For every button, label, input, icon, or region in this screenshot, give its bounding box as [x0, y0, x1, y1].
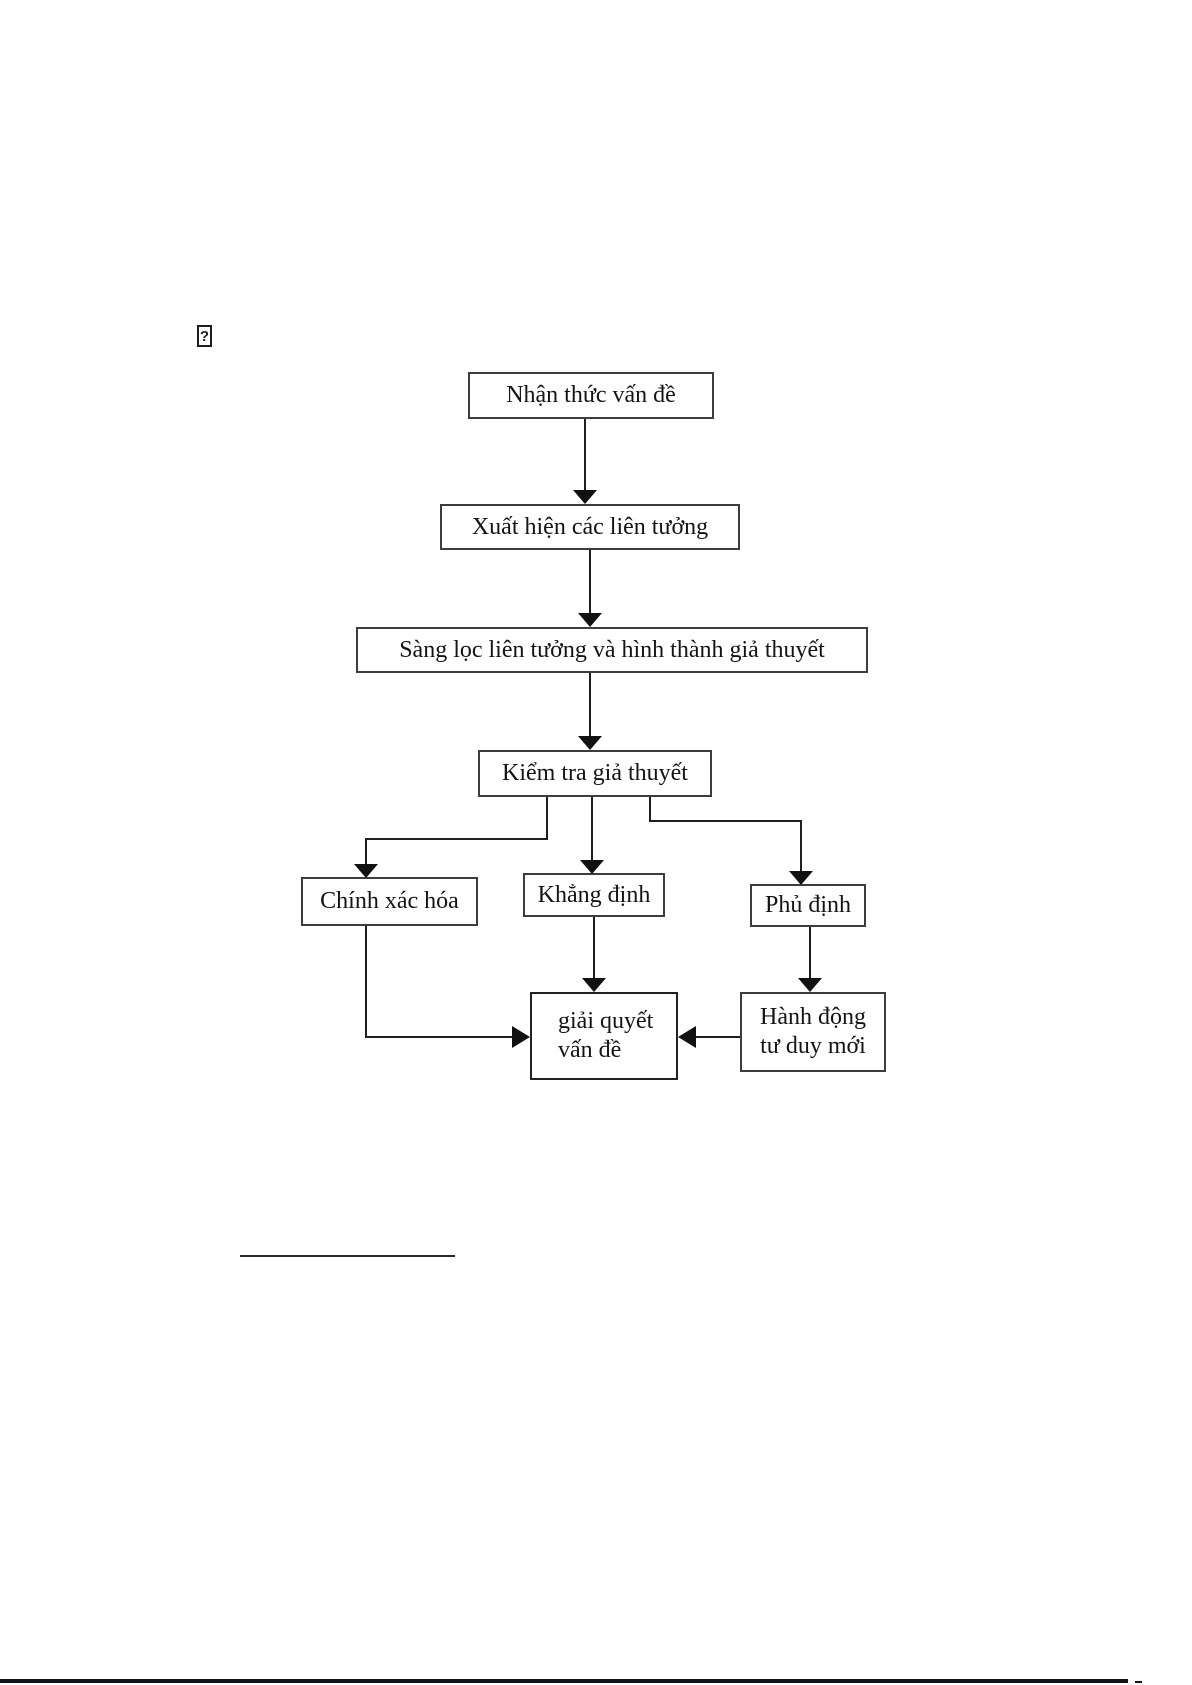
- node-label: Phủ định: [764, 892, 851, 918]
- connector-line: [365, 838, 548, 840]
- arrowhead-left-icon: [678, 1026, 696, 1048]
- connector-line: [365, 926, 367, 1037]
- page-bottom-border-dash: [1135, 1681, 1142, 1683]
- connector-line: [809, 927, 811, 979]
- node-phu-dinh: Phủ định: [750, 884, 866, 927]
- node-label: Chính xác hóa: [320, 888, 459, 914]
- node-label-line2: vấn đề: [558, 1037, 622, 1063]
- connector-line: [589, 673, 591, 741]
- arrowhead-down-icon: [354, 864, 378, 878]
- connector-line: [591, 797, 593, 860]
- connector-line: [365, 1036, 512, 1038]
- arrowhead-down-icon: [789, 871, 813, 885]
- footnote-separator-line: [240, 1255, 455, 1257]
- connector-line: [800, 820, 802, 871]
- connector-line: [365, 838, 367, 864]
- connector-line: [649, 820, 802, 822]
- arrowhead-down-icon: [798, 978, 822, 992]
- node-giai-quyet-van-de: giải quyết vấn đề: [530, 992, 678, 1080]
- node-kiem-tra-gia-thuyet: Kiểm tra giả thuyết: [478, 750, 712, 797]
- node-hanh-dong-tu-duy-moi: Hành động tư duy mới: [740, 992, 886, 1072]
- connector-line: [584, 419, 586, 496]
- node-label: Nhận thức vấn đề: [506, 382, 676, 408]
- arrowhead-down-icon: [582, 978, 606, 992]
- page-bottom-border: [0, 1679, 1128, 1683]
- node-label-line2: tư duy mới: [760, 1033, 866, 1059]
- node-label-line1: Hành động: [760, 1003, 866, 1030]
- node-label: Sàng lọc liên tưởng và hình thành giả th…: [399, 636, 825, 663]
- node-chinh-xac-hoa: Chính xác hóa: [301, 877, 478, 926]
- node-label-line1: giải quyết: [558, 1007, 654, 1034]
- arrowhead-down-icon: [573, 490, 597, 504]
- node-khang-dinh: Khẳng định: [523, 873, 665, 917]
- node-nhan-thuc-van-de: Nhận thức vấn đề: [468, 372, 714, 419]
- connector-line: [546, 797, 548, 838]
- arrowhead-right-icon: [512, 1026, 530, 1048]
- connector-line: [649, 797, 651, 820]
- connector-line: [593, 917, 595, 979]
- node-label: Kiểm tra giả thuyết: [502, 760, 688, 786]
- connector-line: [696, 1036, 740, 1038]
- arrowhead-down-icon: [580, 860, 604, 874]
- connector-line: [589, 550, 591, 619]
- unknown-char-glyph: ?: [197, 325, 212, 347]
- node-xuat-hien-lien-tuong: Xuất hiện các liên tưởng: [440, 504, 740, 550]
- node-sang-loc-lien-tuong: Sàng lọc liên tưởng và hình thành giả th…: [356, 627, 868, 673]
- node-label: Xuất hiện các liên tưởng: [471, 513, 709, 540]
- node-label: Khẳng định: [537, 881, 651, 908]
- arrowhead-down-icon: [578, 613, 602, 627]
- arrowhead-down-icon: [578, 736, 602, 750]
